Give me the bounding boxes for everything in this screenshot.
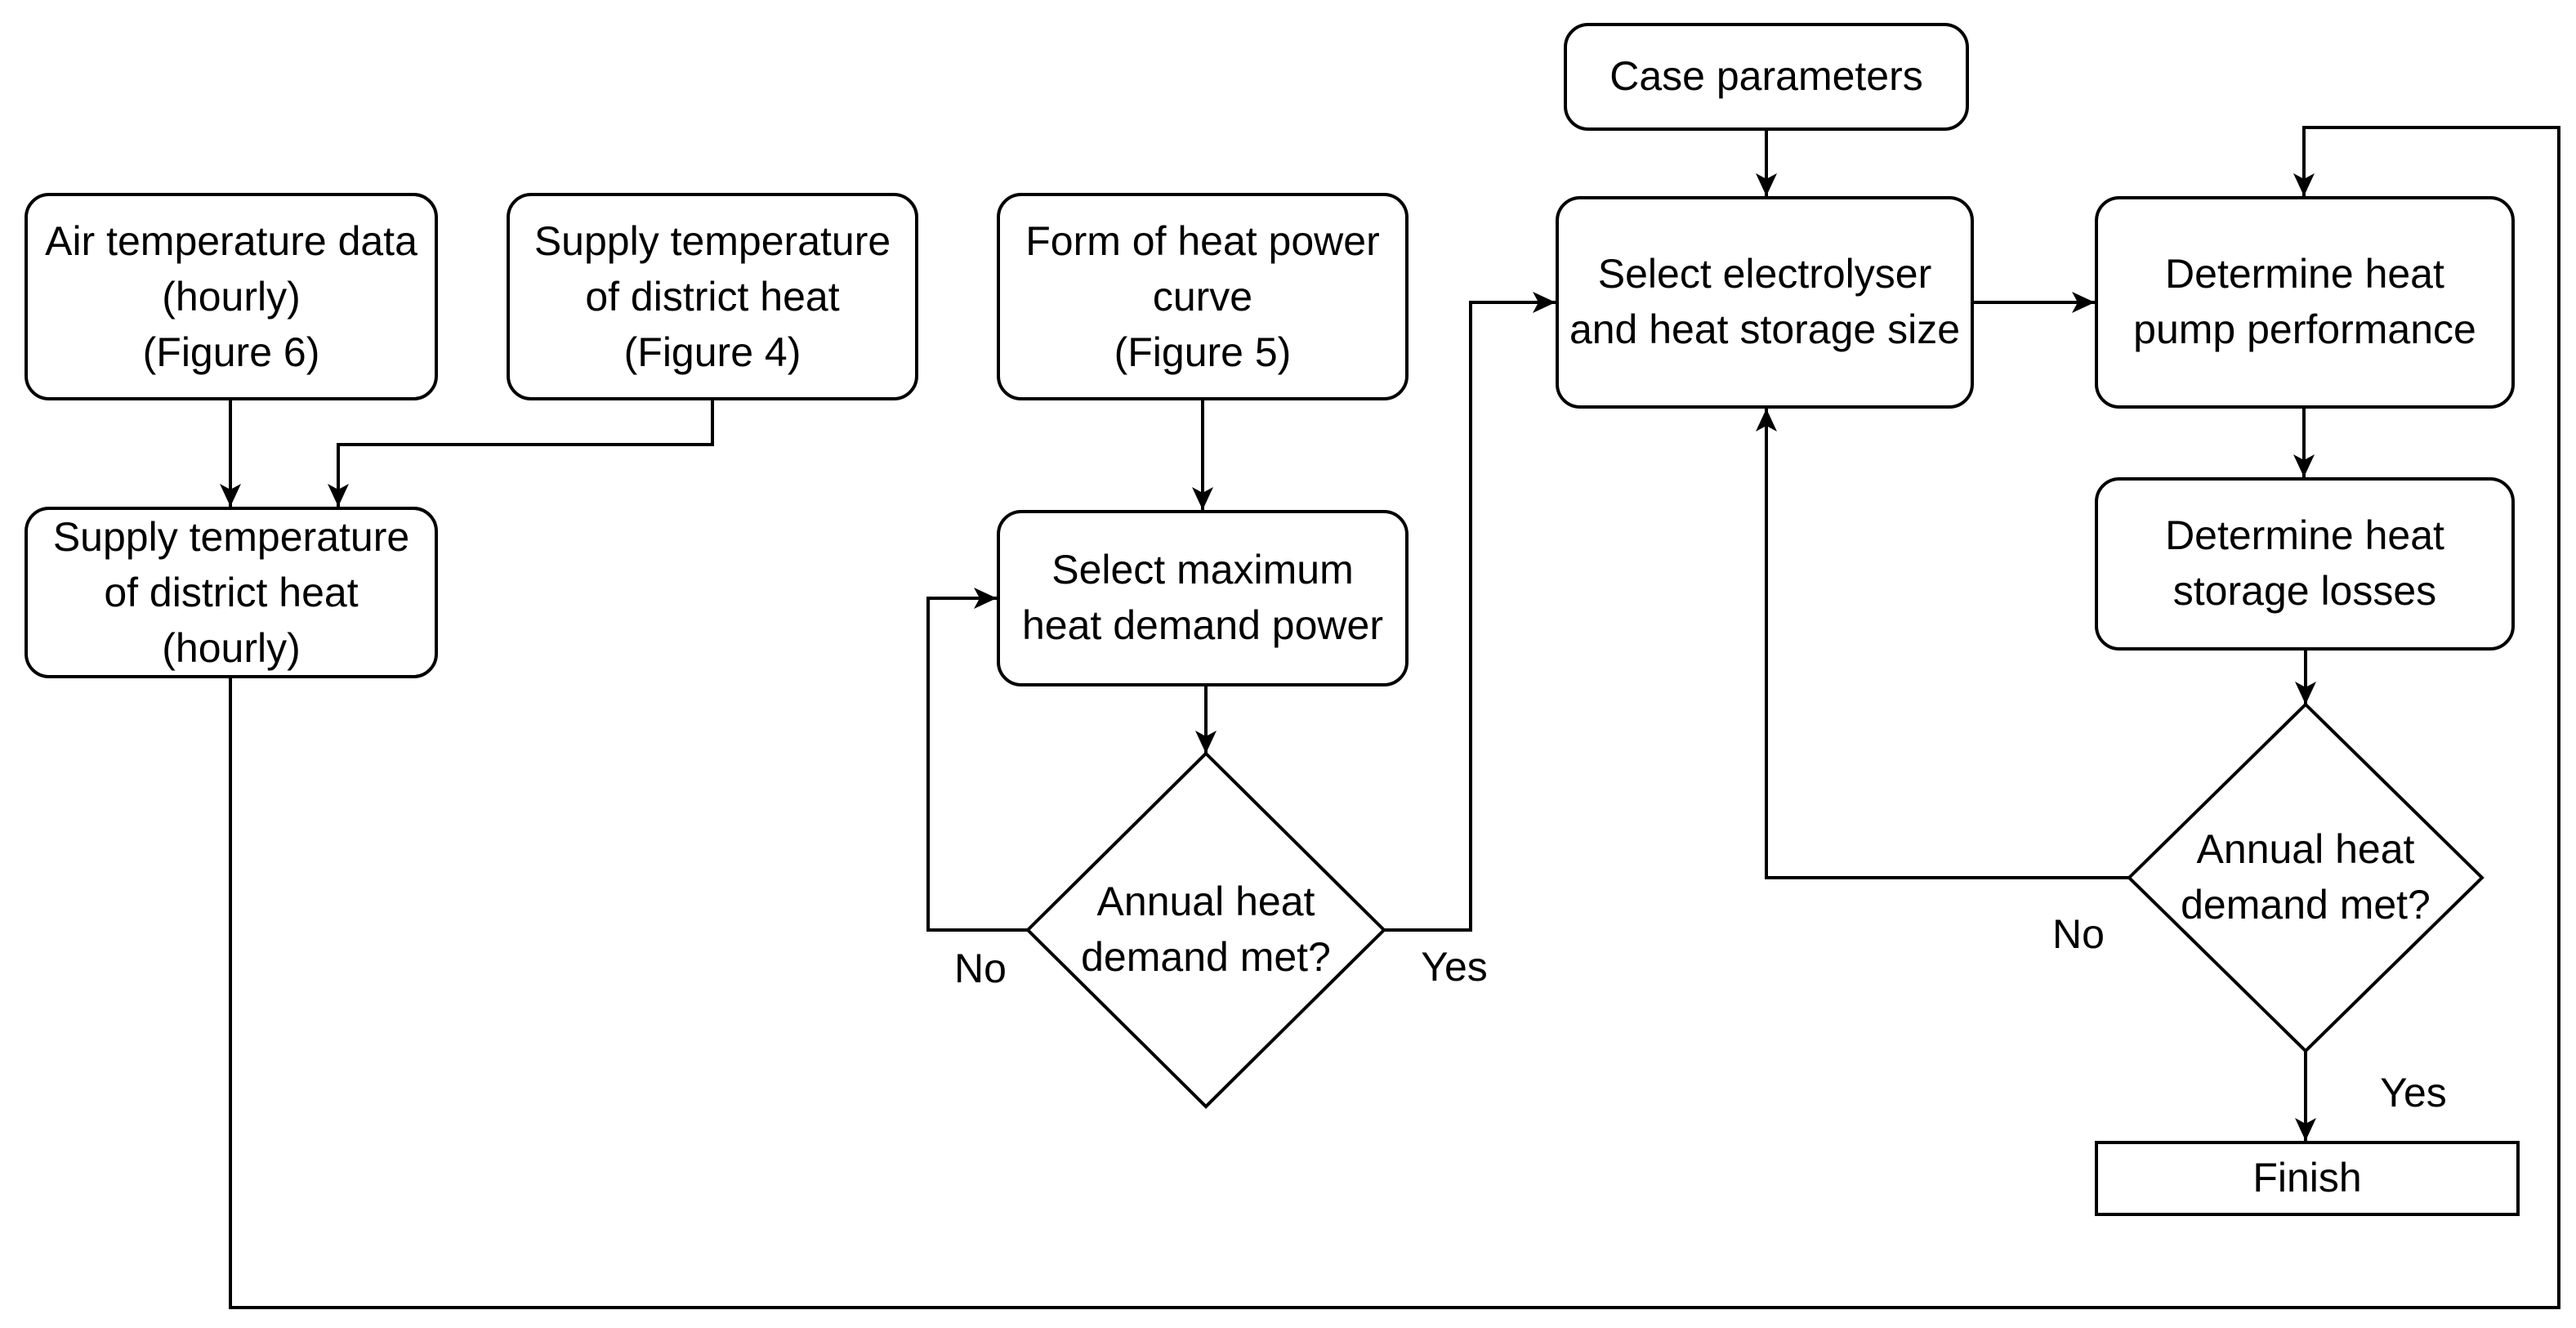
edge-label-yes-2: Yes: [2380, 1071, 2447, 1116]
node-case-parameters: Case parameters: [1564, 23, 1969, 131]
decision-annual-heat-demand-met-2-shape: [2127, 702, 2484, 1053]
node-select-max-heat-demand-power: Select maximum heat demand power: [997, 510, 1409, 686]
decision-annual-heat-demand-met-2-label: Annual heat demand met?: [2181, 827, 2431, 928]
edge-decision1-yes-to-electrolyser: [1384, 292, 1556, 932]
node-select-electrolyser: Select electrolyser and heat storage siz…: [1556, 196, 1974, 409]
node-supply-temperature-fig4: Supply temperature of district heat (Fig…: [507, 193, 918, 400]
node-form-of-heat-power-curve: Form of heat power curve (Figure 5): [997, 193, 1409, 400]
node-supply-temperature-hourly: Supply temperature of district heat (hou…: [25, 507, 438, 678]
edge-decision1-no-loop: [926, 588, 1028, 932]
edge-supply-fig4-to-supply-hourly: [328, 400, 714, 507]
decision-annual-heat-demand-met-1-shape: [1025, 751, 1386, 1109]
edge-label-no-1: No: [954, 946, 1007, 992]
node-determine-heat-pump-performance: Determine heat pump performance: [2095, 196, 2515, 409]
node-air-temperature-data: Air temperature data (hourly) (Figure 6): [25, 193, 438, 400]
edge-supply-hourly-loop-to-heat-pump: [229, 126, 2560, 1309]
node-finish: Finish: [2095, 1141, 2520, 1216]
edge-label-yes-1: Yes: [1421, 945, 1488, 990]
decision-annual-heat-demand-met-1-label: Annual heat demand met?: [1081, 879, 1331, 981]
node-determine-heat-storage-losses: Determine heat storage losses: [2095, 477, 2515, 651]
edge-decision2-no-to-electrolyser: [1756, 409, 2129, 879]
edge-label-no-2: No: [2052, 912, 2105, 958]
